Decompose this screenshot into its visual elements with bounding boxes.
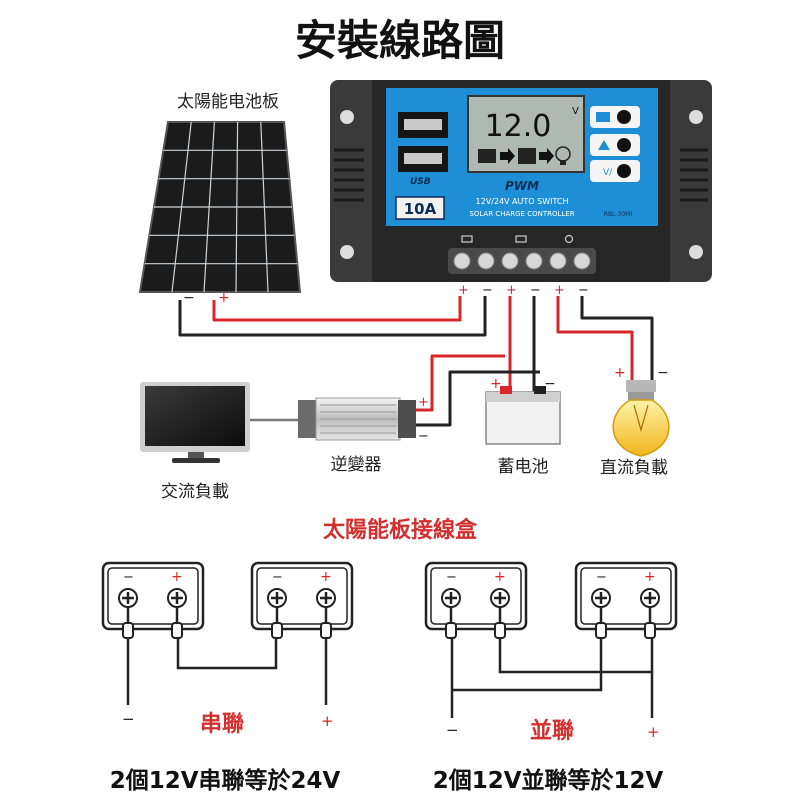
junction-box-title: 太陽能板接線盒 (323, 517, 478, 543)
box-minus-sign: − (596, 570, 607, 585)
lcd-status-icons (478, 146, 571, 165)
junction-boxes: −+−+−+−+ (101, 561, 678, 639)
inverter-icon (298, 397, 416, 441)
solar-panel-icon (138, 121, 302, 293)
series-wiring (126, 638, 328, 705)
model-label: RBL-30MI (604, 211, 632, 218)
usb-ports (398, 112, 448, 172)
series-minus-sign: − (122, 710, 135, 728)
terminal-screw (549, 252, 567, 270)
terminal-screw (453, 252, 471, 270)
series-label: 串聯 (200, 712, 244, 737)
terminal-polarity-label: + (506, 283, 517, 298)
box-plus-sign: + (644, 569, 656, 585)
panel-plus-sign: + (218, 290, 230, 306)
lamp-minus-sign: − (657, 365, 669, 381)
dc-load-label: 直流負載 (600, 458, 668, 478)
junction-box-icon: −+ (101, 561, 205, 639)
terminal-polarity-label: − (530, 283, 541, 298)
series-caption: 2個12V串聯等於24V (110, 767, 341, 794)
spec-line-1: 12V/24V AUTO SWITCH (476, 197, 569, 206)
wire-polarity-marks: − + + − + − + − (183, 290, 669, 444)
junction-box-icon: −+ (250, 561, 354, 639)
terminal-icons (461, 234, 574, 244)
terminal-polarity-label: + (554, 283, 565, 298)
terminal-polarity-label: − (578, 283, 589, 298)
terminal-screw (477, 252, 495, 270)
solar-panel-label: 太陽能电池板 (177, 92, 279, 112)
load-positive-wire (556, 296, 634, 380)
junction-box-icon: −+ (574, 561, 678, 639)
box-plus-sign: + (171, 569, 183, 585)
terminal-screw (573, 252, 591, 270)
spec-line-2: SOLAR CHARGE CONTROLLER (469, 210, 574, 218)
lamp-plus-sign: + (614, 365, 626, 381)
inverter-label: 逆變器 (331, 455, 382, 475)
box-plus-sign: + (494, 569, 506, 585)
box-plus-sign: + (320, 569, 332, 585)
terminal-screw (501, 252, 519, 270)
charge-controller: USB 10A 12.0 V PWM 12V/24V AUTO SWITCH S… (330, 80, 712, 282)
terminal-polarity-labels: +−+−+− (458, 283, 589, 298)
terminal-block (453, 252, 591, 270)
current-rating: 10A (404, 200, 437, 218)
parallel-wiring (450, 638, 654, 718)
junction-box-icon: −+ (424, 561, 528, 639)
panel-positive-wire (212, 296, 462, 322)
inverter-negative-wire (416, 370, 540, 427)
inverter-positive-wire (416, 354, 505, 412)
parallel-minus-sign: − (446, 721, 459, 739)
lcd-reading: 12.0 (485, 109, 552, 144)
parallel-label: 並聯 (530, 718, 574, 744)
panel-negative-wire (178, 296, 487, 337)
brand-label: PWM (505, 179, 539, 193)
panel-minus-sign: − (183, 290, 195, 306)
battery-plus-sign: + (490, 376, 502, 392)
ac-load-label: 交流負載 (161, 482, 229, 502)
lamp-icon (612, 380, 670, 457)
series-plus-sign: + (321, 712, 334, 730)
parallel-caption: 2個12V並聯等於12V (433, 767, 664, 794)
terminal-screw (525, 252, 543, 270)
parallel-plus-sign: + (647, 723, 660, 741)
load-negative-wire (580, 296, 654, 380)
box-minus-sign: − (446, 570, 457, 585)
terminal-polarity-label: − (482, 283, 493, 298)
terminal-polarity-label: + (458, 283, 469, 298)
svg-text:V/: V/ (603, 168, 613, 178)
box-minus-sign: − (123, 570, 134, 585)
inverter-minus-sign: − (418, 429, 429, 444)
battery-label: 蓄电池 (498, 457, 549, 477)
menu-buttons[interactable]: V/ (590, 106, 640, 182)
inverter-plus-sign: + (418, 395, 429, 410)
wires (178, 296, 654, 427)
monitor-icon (140, 382, 250, 463)
lcd-unit: V (572, 106, 579, 117)
battery-minus-sign: − (544, 376, 556, 392)
usb-label: USB (410, 177, 431, 187)
box-minus-sign: − (272, 570, 283, 585)
page-title: 安裝線路圖 (295, 16, 505, 65)
battery-icon (485, 386, 561, 445)
